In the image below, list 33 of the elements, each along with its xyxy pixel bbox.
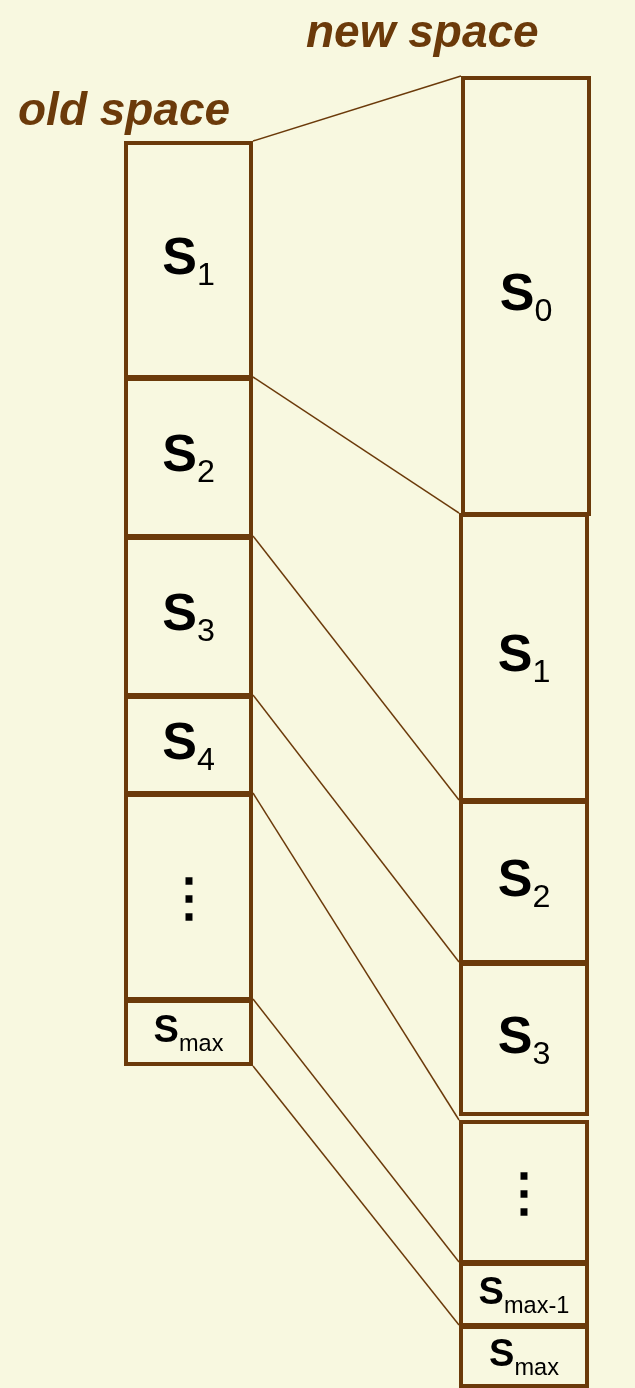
memory-block (124, 695, 253, 795)
connector-line (252, 792, 460, 1121)
block-label: S$_{0}$ (499, 265, 553, 327)
memory-block (459, 962, 589, 1116)
connector-line (252, 535, 460, 801)
block-label: S$_{1}$ (162, 229, 215, 291)
block-label: S$_{1}$ (497, 627, 551, 688)
block-label: ⋮ (162, 871, 215, 923)
block-label: S$_{max}$ (489, 1333, 559, 1380)
connector-line (252, 376, 460, 514)
block-label: ⋮ (498, 1166, 550, 1218)
block-label: S$_{3}$ (497, 1008, 551, 1070)
connector-line (252, 694, 460, 963)
memory-block (124, 793, 253, 1001)
memory-block (124, 999, 253, 1066)
block-label: S$_{3}$ (162, 586, 215, 647)
connector-line (252, 1065, 460, 1326)
memory-block (459, 1120, 589, 1264)
connector-line (252, 998, 460, 1263)
memory-block (459, 1325, 589, 1388)
connector-line (252, 75, 462, 142)
memory-block (124, 377, 253, 538)
block-label: S$_{max-1}$ (478, 1271, 570, 1318)
block-label: S$_{2}$ (497, 851, 551, 913)
memory-block (459, 800, 589, 964)
block-label: S$_{2}$ (162, 427, 215, 488)
memory-block (459, 513, 589, 802)
memory-block (461, 76, 591, 516)
memory-block (124, 141, 253, 379)
memory-block (124, 536, 253, 697)
block-label: S$_{4}$ (162, 714, 215, 776)
memory-block (459, 1262, 589, 1327)
block-label: S$_{max}$ (153, 1009, 224, 1056)
